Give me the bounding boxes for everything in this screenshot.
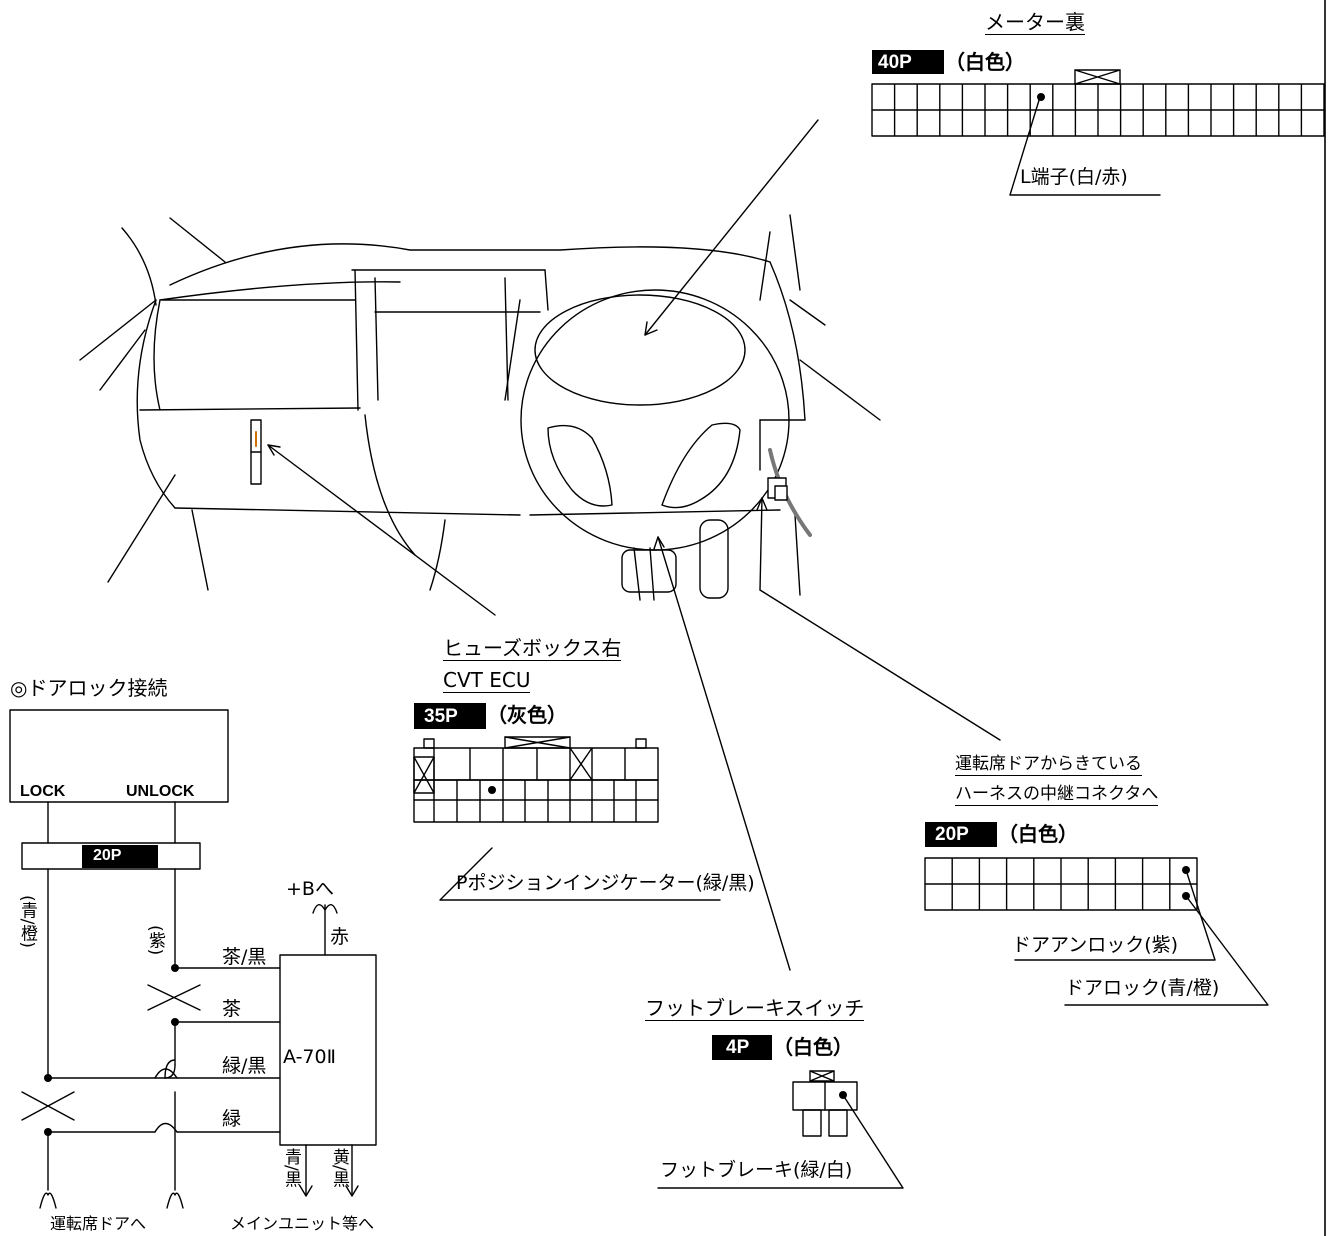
footbrake-color: （白色） — [773, 1035, 853, 1059]
door-lock-wiring — [9, 709, 377, 1209]
fusebox-title: ヒューズボックス右 — [443, 636, 622, 661]
unlock-label: UNLOCK — [126, 783, 195, 800]
lock-label: LOCK — [20, 783, 66, 800]
wire-brown-black: 茶/黒 — [222, 946, 267, 968]
fusebox-pins-badge: 35P — [414, 703, 486, 729]
leader-lines — [267, 119, 1001, 971]
meter-color: （白色） — [945, 50, 1025, 74]
door-lock-label: ドアロック(青/橙) — [1065, 977, 1220, 999]
footbrake-connector — [657, 1070, 904, 1189]
to-main-unit: メインユニット等へ — [230, 1214, 375, 1233]
wire-brown: 茶 — [222, 998, 242, 1020]
fusebox-color: （灰色） — [487, 703, 567, 727]
wire-green: 緑 — [222, 1108, 242, 1130]
fusebox-subtitle: CVT ECU — [443, 668, 531, 693]
fusebox-connector — [413, 96, 1161, 901]
door-connector-title-2: ハーネスの中継コネクタへ — [955, 784, 1159, 806]
door-connector-title-1: 運転席ドアからきている — [955, 754, 1142, 776]
wire-right-label: (紫) — [145, 925, 165, 956]
footbrake-terminal-label: フットブレーキ(緑/白) — [660, 1159, 853, 1181]
fusebox-terminal-label: Pポジションインジケーター(緑/黒) — [456, 872, 755, 894]
meter-terminal-label: L端子(白/赤) — [1020, 166, 1128, 188]
meter-key-mark — [1074, 69, 1121, 85]
footbrake-title: フットブレーキスイッチ — [645, 996, 865, 1021]
door-color: （白色） — [998, 822, 1078, 846]
door-unlock-label: ドアアンロック(紫) — [1012, 934, 1179, 956]
meter-title: メーター裏 — [985, 10, 1085, 35]
door-lock-heading: ◎ドアロック接続 — [10, 676, 168, 700]
out-yellow-black: 黄/黒 — [329, 1148, 349, 1188]
to-driver-door: 運転席ドアへ — [50, 1214, 147, 1233]
unit-label: A-70Ⅱ — [283, 1046, 336, 1068]
dashboard-illustration — [79, 214, 881, 601]
wire-green-black: 緑/黒 — [222, 1055, 267, 1077]
out-blue-black: 青/黒 — [281, 1148, 301, 1188]
footbrake-pins-badge: 4P — [712, 1035, 772, 1060]
meter-pins-badge: 40P — [872, 50, 944, 74]
red-wire-label: 赤 — [330, 926, 350, 948]
door-pins-badge: 20P — [925, 822, 997, 847]
wire-left-label: (青/橙) — [17, 895, 37, 948]
connector-20p-label: 20P — [93, 847, 122, 864]
power-label: +Bへ — [286, 878, 334, 900]
